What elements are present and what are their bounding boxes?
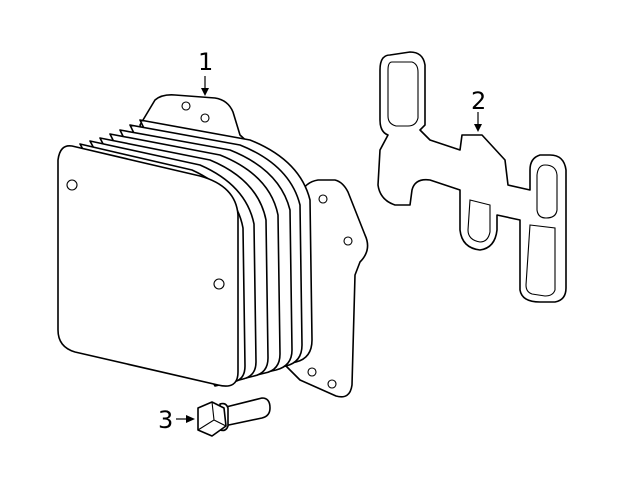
front-plate-hole [66, 179, 78, 191]
flange-bolt-hole [343, 236, 353, 246]
flange-bolt-hole [318, 194, 328, 204]
oil-cooler [57, 94, 369, 398]
callout-3: 3 [158, 406, 174, 434]
callout-arrows [176, 76, 482, 423]
callout-2: 2 [471, 87, 487, 115]
bolt [197, 397, 271, 437]
cooler-front-plate [57, 144, 239, 387]
flange-bolt-hole [327, 379, 337, 389]
flange-bolt-hole [307, 367, 317, 377]
mount-hole [200, 113, 210, 123]
callout-1: 1 [198, 48, 214, 76]
gasket [377, 51, 567, 303]
mount-hole [181, 101, 191, 111]
front-plate-hole [213, 278, 225, 290]
